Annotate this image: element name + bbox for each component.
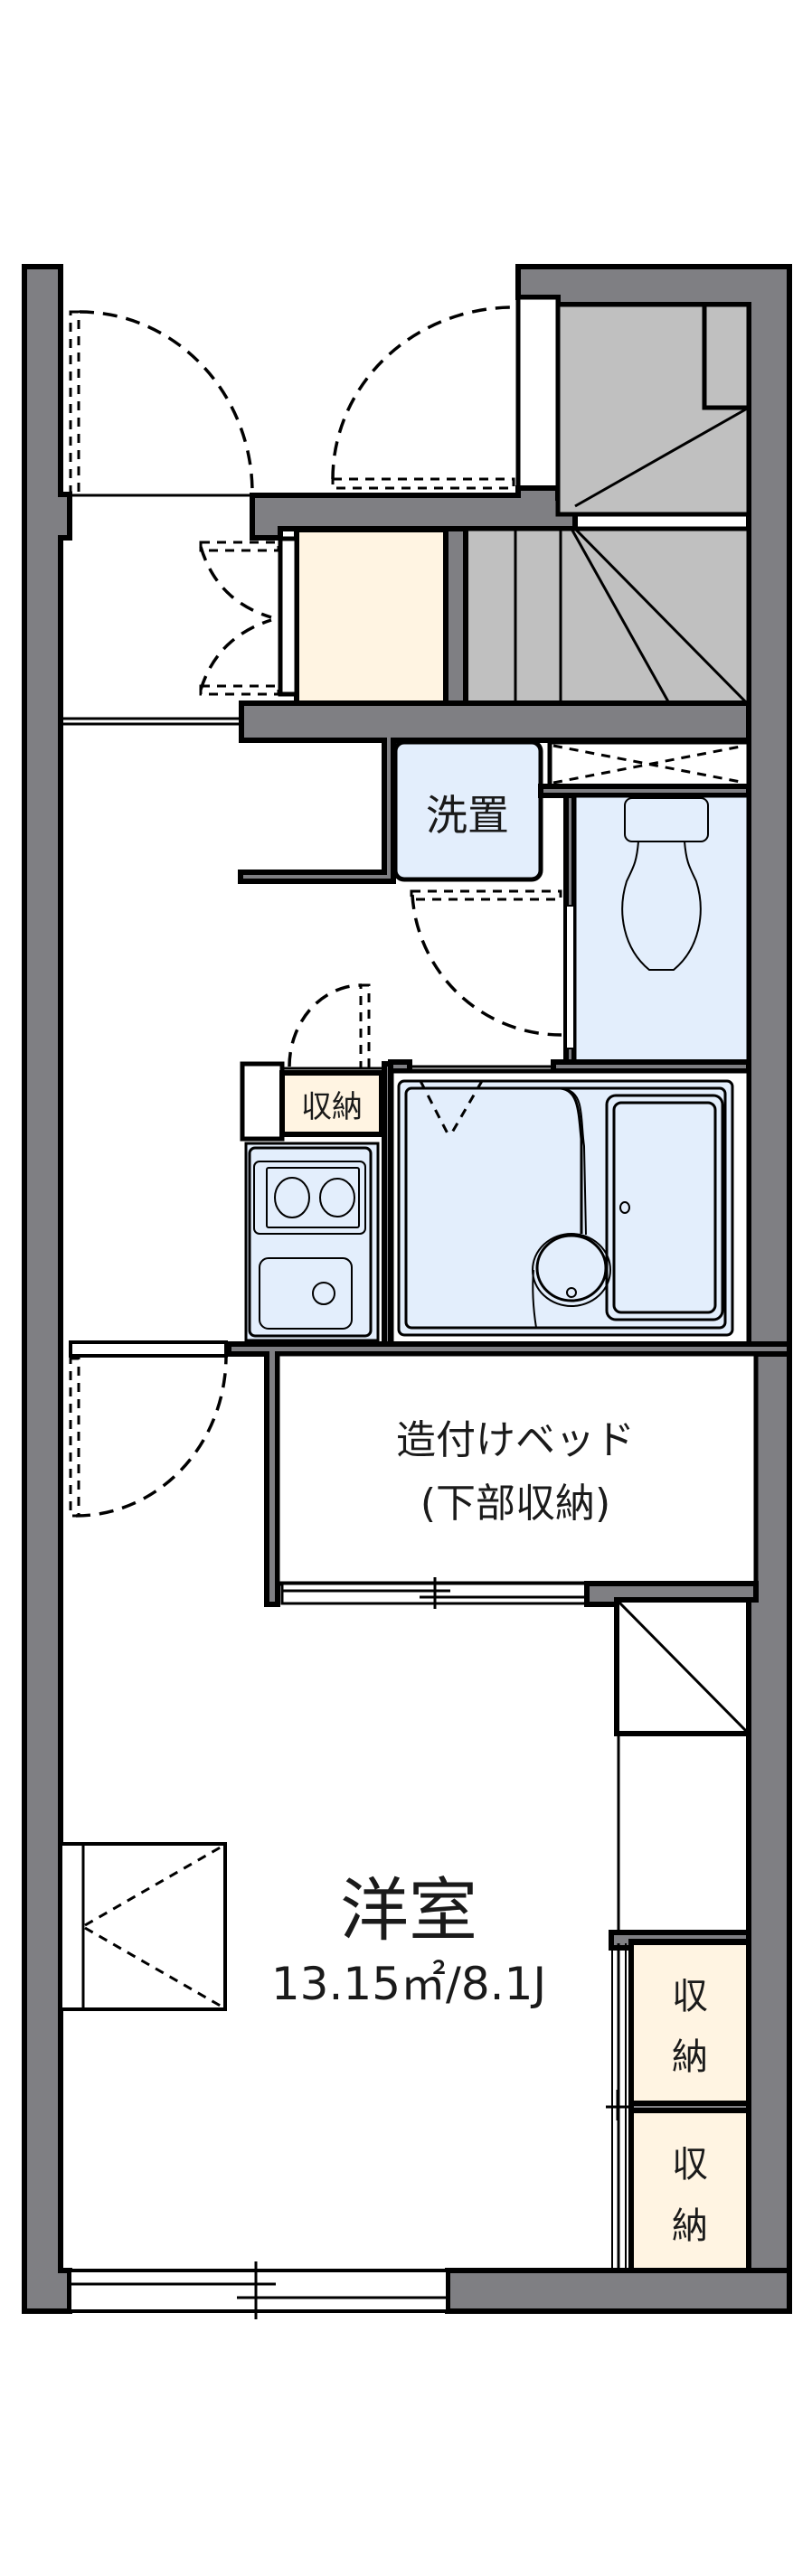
stair-partition-wall	[443, 526, 468, 706]
unit-bath	[397, 1079, 734, 1337]
storage-sliding-doors[interactable]	[606, 1943, 631, 2270]
kitchen-storage-label: 収納	[301, 1089, 363, 1125]
toilet-door[interactable]	[410, 889, 575, 1049]
storage-lower-label-1: 収	[672, 2144, 708, 2186]
shoe-closet	[294, 527, 448, 706]
bottom-wall	[445, 2268, 792, 2314]
bottom-window[interactable]	[68, 2261, 449, 2319]
western-room-label: 洋室	[340, 1870, 477, 1951]
closet-wr	[59, 1842, 227, 2011]
shelf-unit	[614, 1597, 751, 1934]
bed-label-line1: 造付けベッド	[396, 1417, 635, 1463]
bed-sliding-door[interactable]	[280, 1577, 589, 1609]
western-room-area: 13.15㎡/8.1J	[271, 1958, 546, 2010]
hall-mid-wall	[238, 700, 751, 884]
toilet-room	[571, 793, 751, 1067]
washer-space	[392, 739, 543, 882]
kitchen-bottom-wall	[226, 1341, 792, 1607]
stair-side-door[interactable]	[331, 295, 561, 491]
kitchen-counter	[244, 1142, 380, 1342]
burner-icon	[319, 1178, 355, 1217]
burner-icon	[274, 1177, 310, 1218]
kitchen-storage-door[interactable]	[288, 983, 371, 1070]
storage-upper-label-1: 収	[672, 1976, 708, 2017]
storage-lower	[628, 2108, 751, 2273]
bedroom-door-frame	[69, 1340, 228, 1358]
closet-jamb	[278, 536, 299, 697]
built-in-bed	[275, 1351, 759, 1586]
sink-icon	[259, 1257, 353, 1330]
storage-lower-label-2: 納	[672, 2205, 708, 2247]
storage-upper-label-2: 納	[672, 2036, 708, 2078]
door-jamb	[515, 295, 561, 491]
bathtub-icon	[605, 1094, 724, 1321]
entrance-door[interactable]	[69, 310, 254, 494]
toilet-icon	[621, 797, 709, 971]
closet-double-door[interactable]	[199, 541, 280, 696]
bedroom-door[interactable]	[69, 1355, 228, 1518]
fridge-space	[240, 1061, 285, 1142]
bed-label-line2: (下部収納)	[420, 1481, 610, 1527]
left-outer-wall	[22, 264, 72, 2314]
pipe-shaft	[547, 739, 751, 789]
drain-icon	[312, 1282, 335, 1305]
washer-label: 洗置	[426, 791, 509, 840]
storage-upper	[628, 1940, 751, 2106]
